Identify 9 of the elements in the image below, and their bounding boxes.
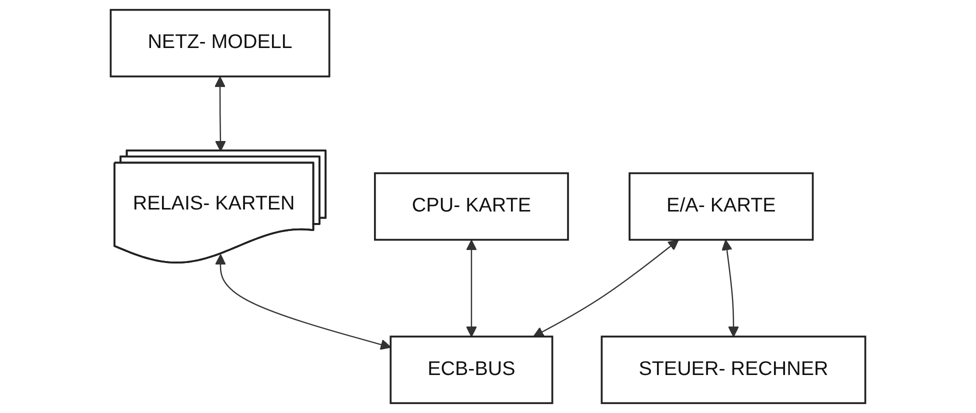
arrow	[722, 240, 739, 338]
node-box: STEUER- RECHNER	[600, 336, 866, 404]
node-box: NETZ- MODELL	[110, 8, 330, 78]
node-box: ECB-BUS	[390, 336, 554, 404]
node-box: CPU- KARTE	[374, 172, 569, 241]
arrow	[466, 240, 477, 338]
arrow	[533, 240, 679, 338]
arrow	[215, 254, 392, 350]
node-box: E/A- KARTE	[628, 172, 814, 241]
